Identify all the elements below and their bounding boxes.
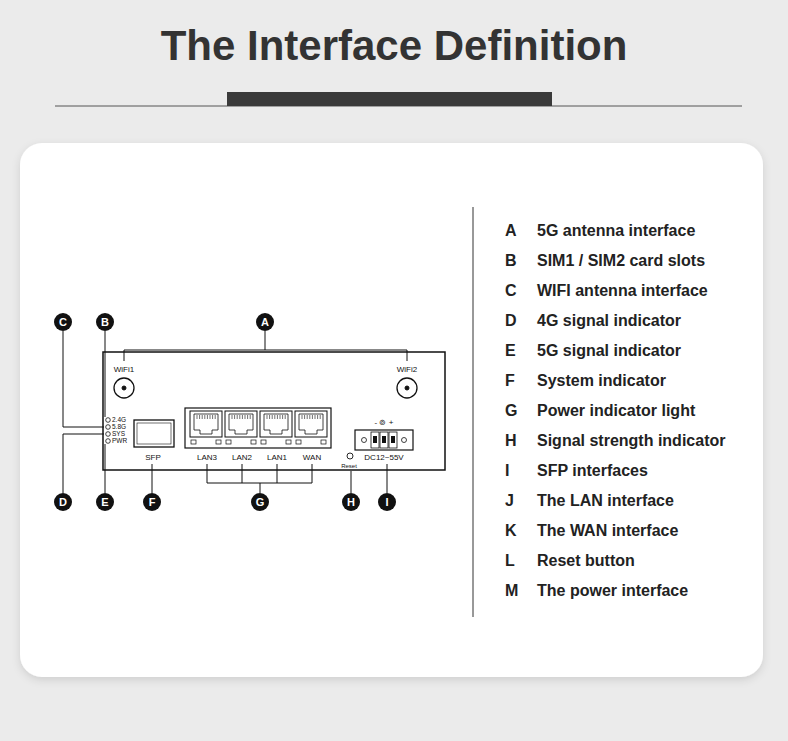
key-letter: E [505,343,516,359]
key-letter: H [505,433,517,449]
card [20,143,763,677]
callout-letter: F [143,493,161,511]
key-description: 4G signal indicator [537,313,681,329]
button-label: Reset [341,463,357,469]
key-description: The WAN interface [537,523,678,539]
key-letter: L [505,553,515,569]
led-label: PWR [112,438,127,445]
callout-letter: I [378,493,396,511]
callout-letter: G [251,493,269,511]
key-description: 5G antenna interface [537,223,695,239]
key-letter: I [505,463,509,479]
key-description: The power interface [537,583,688,599]
led-label: 5.8G [112,424,126,431]
callout-letter: A [256,313,274,331]
callout-letter: D [54,493,72,511]
callout-letter: E [96,493,114,511]
rj45-port [190,411,327,444]
divider [473,207,474,617]
key-letter: C [505,283,517,299]
key-description: SIM1 / SIM2 card slots [537,253,705,269]
key-letter: G [505,403,517,419]
key-letter: B [505,253,517,269]
key-description: Power indicator light [537,403,695,419]
port-label: WiFi2 [397,366,417,374]
rj45-block [185,408,331,448]
callout-letter: B [96,313,114,331]
callout-letter: H [342,493,360,511]
port-label: LAN1 [267,454,287,462]
key-description: Signal strength indicator [537,433,725,449]
power-terminal [355,430,413,450]
port-label: WAN [303,454,321,462]
led [106,418,111,444]
key-description: WIFI antenna interface [537,283,708,299]
sfp-slot [137,423,171,444]
key-letter: A [505,223,517,239]
port-label: SFP [145,454,161,462]
key-letter: F [505,373,515,389]
key-letter: J [505,493,514,509]
key-letter: D [505,313,517,329]
key-description: 5G signal indicator [537,343,681,359]
led-label: 2.4G [112,417,126,424]
key-letter: K [505,523,517,539]
title-bar [227,92,552,106]
port-label: WiFi1 [114,366,134,374]
callout-letter: C [54,313,72,331]
port-label: LAN2 [232,454,252,462]
polarity-label: - ⊚ + [375,419,394,427]
key-description: System indicator [537,373,666,389]
key-description: The LAN interface [537,493,674,509]
reset-hole [347,453,353,459]
key-description: SFP interfaces [537,463,648,479]
page-title: The Interface Definition [161,25,628,67]
device-housing [103,352,445,470]
voltage-label: DC12~55V [364,454,403,462]
leader-line [63,331,407,493]
port-label: LAN3 [197,454,217,462]
key-description: Reset button [537,553,635,569]
sfp-slot [134,420,174,447]
antenna-connector [114,378,417,398]
key-letter: M [505,583,518,599]
led-label: SYS [112,431,125,438]
